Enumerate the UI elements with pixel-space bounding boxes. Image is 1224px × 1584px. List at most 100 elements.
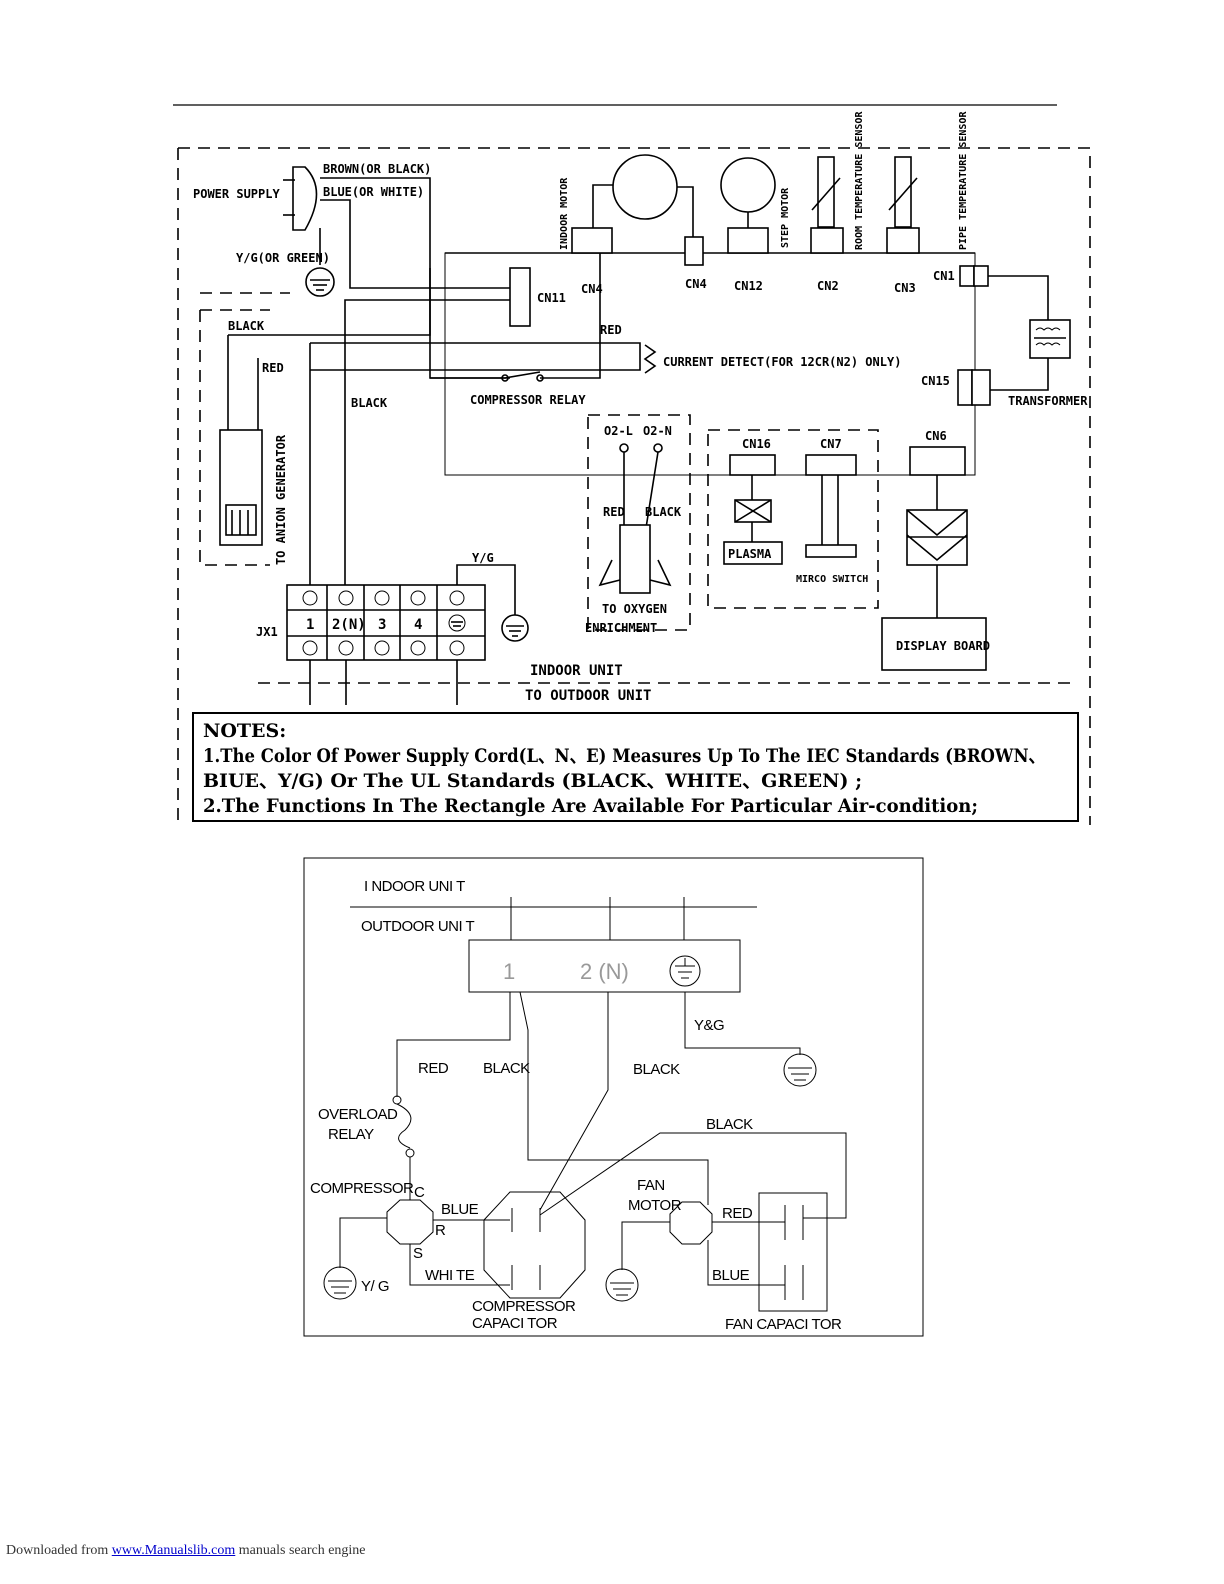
motor-label: MOTOR bbox=[628, 1197, 682, 1214]
cn-indoor-motor-connector bbox=[571, 227, 613, 254]
terminal-1-label: 1 bbox=[306, 617, 314, 633]
blue-wire-label: BLUE(OR WHITE) bbox=[323, 185, 424, 199]
terminal-2-label: 2(N) bbox=[332, 617, 366, 633]
indoor-wiring-diagram: POWER SUPPLY BROWN(OR BLACK) BLUE(OR WHI… bbox=[177, 111, 1091, 825]
compressor-c-label: C bbox=[414, 1184, 425, 1201]
compressor-relay-label: COMPRESSOR RELAY bbox=[470, 393, 586, 407]
outdoor-terminal-1: 1 bbox=[503, 959, 515, 984]
footer: Downloaded from www.Manualslib.com manua… bbox=[6, 1543, 366, 1559]
micro-switch-label: MIRCO SWITCH bbox=[796, 574, 868, 585]
yg-wire-label: Y/G(OR GREEN) bbox=[236, 251, 330, 265]
cn16-connector bbox=[729, 454, 776, 476]
yg-label-bottom: Y/ G bbox=[361, 1278, 389, 1295]
yg-label-top: Y&G bbox=[694, 1017, 724, 1034]
note-1a: 1.The Color Of Power Supply Cord(L、N、E) … bbox=[203, 745, 1045, 767]
display-board-label: DISPLAY BOARD bbox=[896, 639, 990, 653]
plasma-box bbox=[723, 541, 783, 565]
anion-label: TO ANION GENERATOR bbox=[274, 434, 288, 565]
ground-symbol-jx1 bbox=[501, 614, 529, 642]
cn7-label: CN7 bbox=[820, 437, 842, 451]
cn1-label: CN1 bbox=[933, 269, 955, 283]
terminal-4-label: 4 bbox=[414, 617, 422, 633]
fan-capacitor-symbol bbox=[758, 1192, 828, 1312]
outdoor-terminal-2: 2 (N) bbox=[580, 959, 629, 984]
anion-generator bbox=[219, 429, 263, 546]
notes-title: NOTES: bbox=[203, 720, 286, 742]
step-motor-label: STEP MOTOR bbox=[780, 187, 791, 248]
yg-label-2: Y/G bbox=[472, 551, 494, 565]
indoor-motor-label: INDOOR MOTOR bbox=[559, 177, 570, 250]
overload-label: OVERLOAD bbox=[318, 1106, 398, 1123]
note-2: 2.The Functions In The Rectangle Are Ava… bbox=[203, 795, 978, 817]
compressor-label: COMPRESSOR bbox=[310, 1180, 414, 1197]
cn1-connector bbox=[959, 265, 975, 287]
cn3-label: CN3 bbox=[894, 281, 916, 295]
outdoor-ground-icon-1 bbox=[783, 1053, 817, 1087]
fan-motor-symbol bbox=[669, 1201, 713, 1245]
red-wire-label: RED bbox=[418, 1060, 449, 1077]
oxygen-generator-symbol bbox=[619, 524, 651, 594]
compressor-symbol bbox=[386, 1199, 434, 1245]
power-supply-label: POWER SUPPLY bbox=[193, 187, 280, 201]
manualslib-link[interactable]: www.Manualslib.com bbox=[111, 1543, 236, 1558]
black-wire-label-a: BLACK bbox=[483, 1060, 530, 1077]
blue-wire-label-1: BLUE bbox=[441, 1201, 479, 1218]
micro-switch-symbol bbox=[805, 544, 857, 558]
compressor-capacitor-label-2: CAPACI TOR bbox=[472, 1315, 558, 1332]
note-1b: BIUE、Y/G) Or The UL Standards (BLACK、WHI… bbox=[203, 770, 862, 792]
black-wire-label-3: BLACK bbox=[645, 505, 682, 519]
cn3-connector bbox=[886, 227, 920, 254]
cn11-connector bbox=[509, 267, 531, 327]
compressor-ground-icon bbox=[323, 1266, 357, 1300]
room-sensor-symbol bbox=[817, 156, 835, 228]
red-wire-label-2: RED bbox=[722, 1205, 753, 1222]
compressor-capacitor-symbol bbox=[483, 1191, 586, 1299]
footer-suffix: manuals search engine bbox=[235, 1543, 366, 1558]
pipe-sensor-symbol bbox=[894, 156, 912, 228]
cn6-label: CN6 bbox=[925, 429, 947, 443]
black-wire-label-2: BLACK bbox=[351, 396, 388, 410]
black-wire-label-1: BLACK bbox=[228, 319, 265, 333]
cn2-connector bbox=[810, 227, 844, 254]
footer-prefix: Downloaded from bbox=[6, 1543, 112, 1558]
pipe-sensor-label: PIPE TEMPERATURE SENSOR bbox=[958, 111, 969, 250]
indoor-motor-symbol bbox=[612, 154, 678, 220]
cn12-connector bbox=[727, 227, 769, 254]
power-plug bbox=[292, 166, 318, 231]
cn7-connector bbox=[805, 454, 857, 476]
outdoor-ground-terminal-icon bbox=[669, 955, 701, 987]
black-wire-label-b: BLACK bbox=[633, 1061, 680, 1078]
oxygen-label: TO OXYGEN bbox=[602, 602, 667, 616]
fan-capacitor-label: FAN CAPACI TOR bbox=[725, 1316, 842, 1333]
fan-label: FAN bbox=[637, 1177, 665, 1194]
red-wire-label-1: RED bbox=[262, 361, 284, 375]
step-motor-symbol bbox=[720, 157, 776, 213]
black-wire-label-c: BLACK bbox=[706, 1116, 753, 1133]
outdoor-frame bbox=[303, 857, 924, 1337]
display-board bbox=[881, 617, 987, 671]
blue-wire-label-2: BLUE bbox=[712, 1267, 750, 1284]
fan-ground-icon bbox=[605, 1268, 639, 1302]
ground-symbol-plug bbox=[305, 267, 335, 297]
compressor-capacitor-label-1: COMPRESSOR bbox=[472, 1298, 576, 1315]
white-wire-label: WHI TE bbox=[425, 1267, 475, 1284]
outdoor-wiring-diagram: I NDOOR UNI T OUTDOOR UNI T 1 2 (N) Y&G … bbox=[303, 857, 924, 1337]
cn12-label: CN12 bbox=[734, 279, 763, 293]
indoor-unit-label: INDOOR UNIT bbox=[530, 663, 623, 679]
to-outdoor-label: TO OUTDOOR UNIT bbox=[525, 688, 651, 704]
relay-label: RELAY bbox=[328, 1126, 374, 1143]
brown-wire-label: BROWN(OR BLACK) bbox=[323, 162, 431, 176]
notes-box bbox=[192, 712, 1079, 822]
o2l-label: O2-L bbox=[604, 424, 633, 438]
outdoor-unit-label: OUTDOOR UNI T bbox=[361, 918, 475, 935]
jx1-label: JX1 bbox=[256, 625, 278, 639]
compressor-r-label: R bbox=[435, 1222, 446, 1239]
plasma-label: PLASMA bbox=[728, 547, 772, 561]
indoor-unit-label-2: I NDOOR UNI T bbox=[364, 878, 465, 895]
red-wire-label-3: RED bbox=[603, 505, 625, 519]
outer-dashed-frame bbox=[177, 147, 1091, 825]
cn15-label: CN15 bbox=[921, 374, 950, 388]
cn2-label: CN2 bbox=[817, 279, 839, 293]
